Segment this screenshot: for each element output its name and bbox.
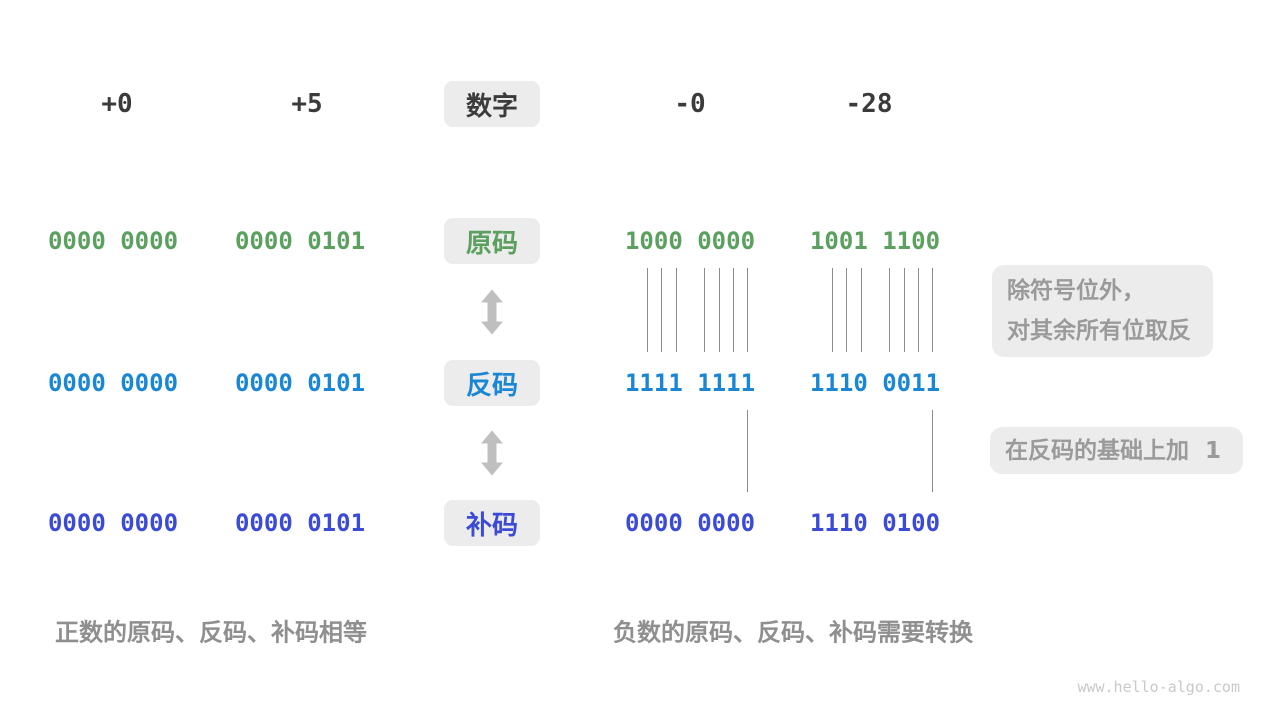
- ones-complement-neg0: 1111 1111: [624, 369, 756, 397]
- bit-connector-line: [846, 268, 847, 352]
- bit-connector-line: [832, 268, 833, 352]
- bit-connector-line: [733, 268, 734, 352]
- bit-connector-line: [861, 268, 862, 352]
- annotation-flip-line1: 除符号位外，: [1007, 278, 1145, 304]
- bit-connector-line: [747, 268, 748, 352]
- bit-connector-line: [904, 268, 905, 352]
- bit-connector-line: [719, 268, 720, 352]
- bit-connector-line: [747, 410, 748, 492]
- annotation-add-one-text: 在反码的基础上加 1: [1005, 437, 1222, 464]
- twos-complement-pos5: 0000 0101: [234, 509, 366, 537]
- sign-magnitude-neg28: 1001 1100: [809, 227, 941, 255]
- header-number-neg28: -28: [845, 89, 893, 119]
- bit-connector-line: [918, 268, 919, 352]
- ones-complement-pos5: 0000 0101: [234, 369, 366, 397]
- twos-complement-pos0: 0000 0000: [47, 509, 179, 537]
- header-number-pos0: +0: [101, 89, 133, 119]
- sign-magnitude-label-box: 原码: [444, 218, 540, 264]
- swap-arrow-icon: [480, 430, 504, 476]
- ones-complement-label-box: 反码: [444, 360, 540, 406]
- annotation-add-one: 在反码的基础上加 1: [990, 427, 1243, 474]
- watermark: www.hello-algo.com: [1077, 678, 1240, 696]
- bit-connector-line: [647, 268, 648, 352]
- bit-connector-line: [704, 268, 705, 352]
- twos-complement-neg28: 1110 0100: [809, 509, 941, 537]
- caption-positive-numbers: 正数的原码、反码、补码相等: [55, 618, 367, 647]
- twos-complement-neg0: 0000 0000: [624, 509, 756, 537]
- bit-connector-line: [889, 268, 890, 352]
- header-label-box: 数字: [444, 81, 540, 127]
- sign-magnitude-pos5: 0000 0101: [234, 227, 366, 255]
- swap-arrow-icon: [480, 289, 504, 335]
- header-number-neg0: -0: [674, 89, 706, 119]
- sign-magnitude-pos0: 0000 0000: [47, 227, 179, 255]
- caption-negative-numbers: 负数的原码、反码、补码需要转换: [613, 618, 973, 647]
- bit-connector-line: [932, 410, 933, 492]
- header-number-pos5: +5: [291, 89, 323, 119]
- ones-complement-neg28: 1110 0011: [809, 369, 941, 397]
- twos-complement-label-box: 补码: [444, 500, 540, 546]
- ones-complement-pos0: 0000 0000: [47, 369, 179, 397]
- annotation-flip-bits: 除符号位外， 对其余所有位取反: [992, 265, 1213, 357]
- annotation-flip-line2: 对其余所有位取反: [1007, 318, 1191, 344]
- bit-connector-line: [661, 268, 662, 352]
- bit-connector-line: [932, 268, 933, 352]
- sign-magnitude-neg0: 1000 0000: [624, 227, 756, 255]
- bit-connector-line: [676, 268, 677, 352]
